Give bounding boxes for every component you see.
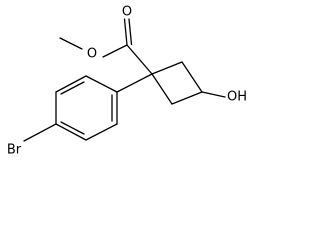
ester-oxygen-label: O — [87, 47, 97, 62]
chemical-structure: O O OH Br — [7, 5, 247, 158]
bromine-bond — [23, 123, 57, 142]
ring-to-phenyl-bond — [116, 73, 153, 93]
hydroxyl-bond — [201, 91, 226, 98]
ester-to-ring-bond — [126, 44, 153, 75]
bromine-label: Br — [7, 143, 22, 158]
cyclobutane-ring — [151, 61, 203, 105]
methoxy-methyl-bond — [59, 37, 83, 50]
carbonyl-oxygen-label: O — [122, 5, 132, 20]
benzene-ring — [55, 75, 118, 141]
ester-single-bond — [102, 44, 128, 58]
hydroxyl-label: OH — [227, 90, 247, 105]
carbonyl-double-bond — [123, 18, 133, 46]
